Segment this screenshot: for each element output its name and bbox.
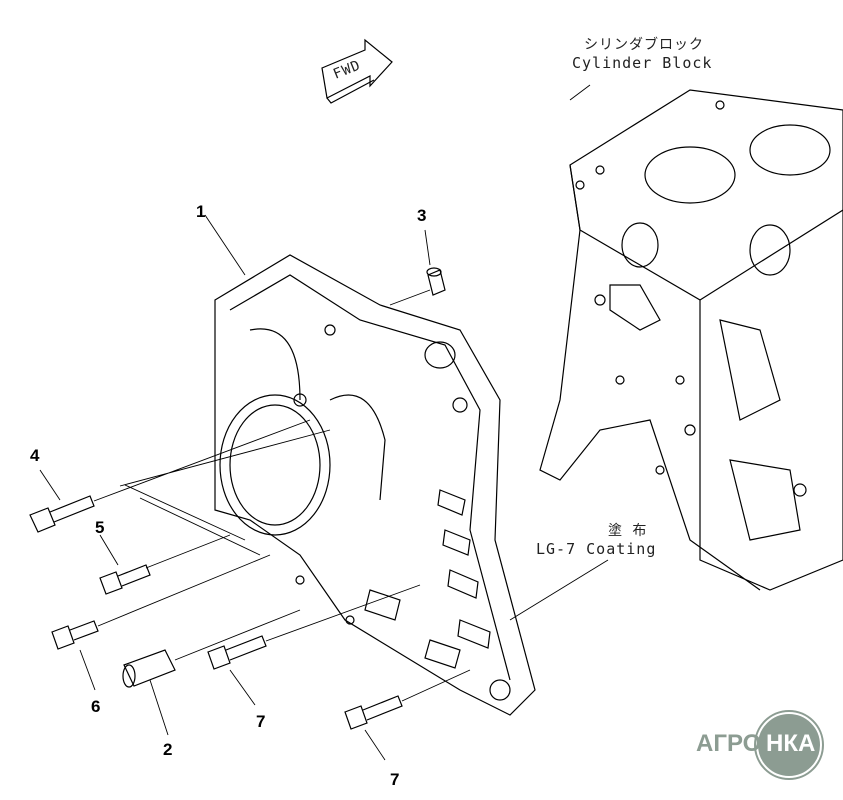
bolt-part-7a (207, 635, 267, 670)
coating-label-jp: 塗 布 (608, 523, 648, 539)
cylinder-block-label-en: Cylinder Block (572, 54, 713, 72)
bolt-part-5 (99, 564, 151, 595)
bolt-part-7b (344, 695, 403, 730)
pin-part-2 (122, 649, 176, 688)
logo-text-right: НКА (766, 730, 816, 757)
bolt-part-6 (51, 620, 99, 650)
coating-label-en: LG-7 Coating (536, 540, 657, 558)
logo-text-left: АГРО (696, 730, 762, 757)
gear-case-drawing (214, 254, 536, 716)
callout-7b: 7 (390, 770, 400, 789)
callout-2: 2 (163, 740, 173, 759)
cylinder-block-drawing (539, 89, 843, 591)
callout-6: 6 (91, 697, 101, 716)
logo-circle (756, 712, 822, 778)
callout-5: 5 (95, 518, 105, 537)
callout-3: 3 (417, 206, 427, 225)
plug-part-3 (426, 267, 446, 296)
agronka-logo: АГРО НКА (696, 712, 826, 778)
cylinder-block-label-jp: シリンダブロック (584, 37, 704, 53)
callout-1: 1 (196, 202, 206, 221)
callout-7a: 7 (256, 712, 266, 731)
bolt-part-4 (29, 495, 95, 533)
leader-lines (39, 84, 609, 761)
fwd-arrow-icon (321, 38, 393, 104)
callout-4: 4 (30, 446, 40, 465)
